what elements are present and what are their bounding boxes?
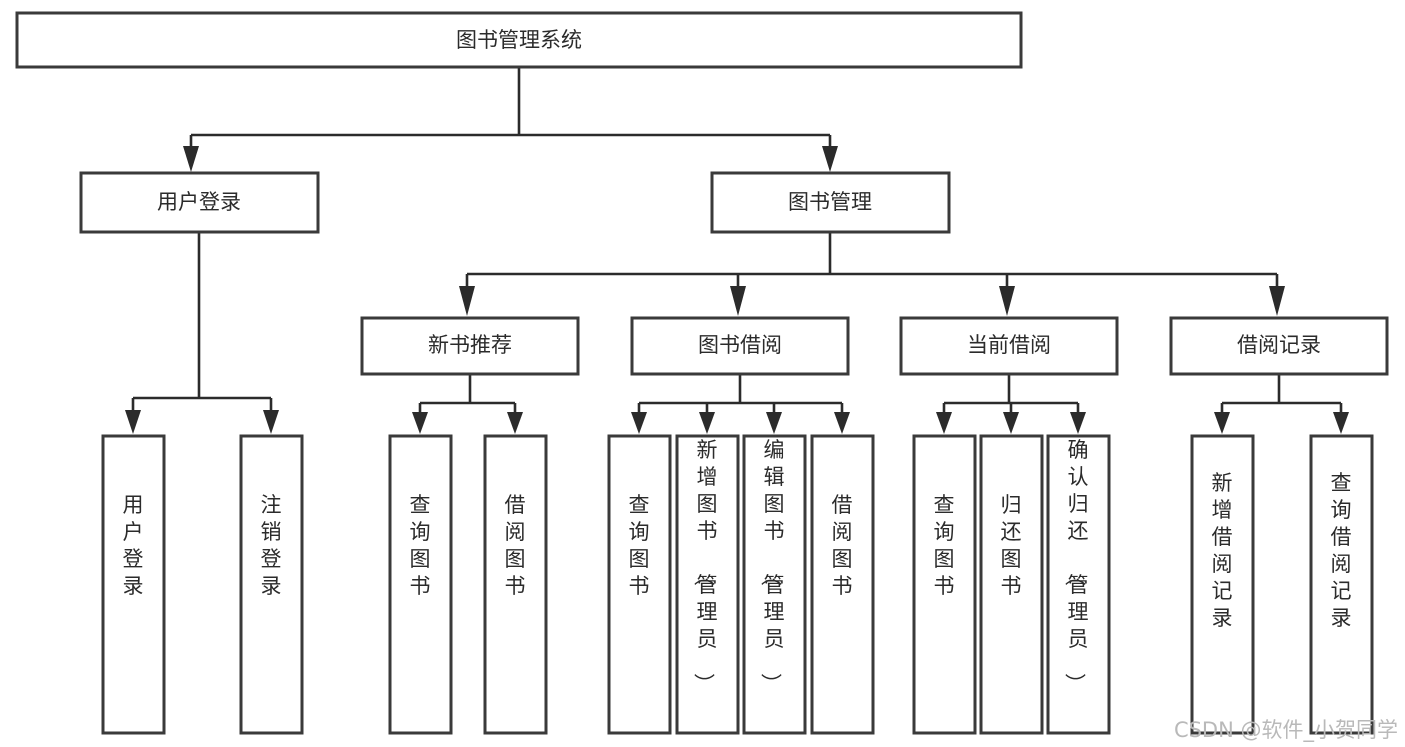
leaf-user-login-logout-box xyxy=(239,434,304,735)
arrowhead-bookborrow-leaf-2 xyxy=(699,412,715,434)
leaf-new-book-borrow-box xyxy=(483,434,548,735)
leaf-book-borrow-add-box xyxy=(675,434,740,735)
node-borrow-record-label: 借阅记录 xyxy=(1237,333,1321,357)
leaf-new-book-query[interactable]: 查询图书 xyxy=(388,434,453,735)
leaf-book-borrow-query-label: 查询图书 xyxy=(629,493,650,598)
leaf-current-borrow-confirm-label: 确认归还（管理员） xyxy=(1063,438,1089,694)
leaf-borrow-record-query-box xyxy=(1309,434,1374,735)
node-user-login-box xyxy=(79,171,320,234)
node-book-borrow[interactable]: 图书借阅 xyxy=(630,316,850,376)
arrowhead-currentborrow-leaf-2 xyxy=(1003,412,1019,434)
node-current-borrow[interactable]: 当前借阅 xyxy=(899,316,1119,376)
node-book-management-label: 图书管理 xyxy=(788,190,872,214)
leaf-current-borrow-return-box xyxy=(979,434,1044,735)
leaf-current-borrow-confirm-box xyxy=(1046,434,1111,735)
node-borrow-record[interactable]: 借阅记录 xyxy=(1169,316,1389,376)
connector-layer xyxy=(125,67,1349,434)
arrowhead-currentborrow-leaf-1 xyxy=(936,412,952,434)
arrowhead-leaf-logout xyxy=(263,410,279,434)
arrowhead-user-login xyxy=(183,146,199,172)
arrowhead-current-borrow xyxy=(999,286,1015,316)
leaf-user-login-logout[interactable]: 注销登录 xyxy=(239,434,304,735)
arrowhead-bookborrow-leaf-4 xyxy=(834,412,850,434)
leaf-current-borrow-return-label: 归还图书 xyxy=(1001,493,1022,598)
leaf-new-book-query-label: 查询图书 xyxy=(410,493,431,598)
arrowhead-bookborrow-leaf-1 xyxy=(631,412,647,434)
leaf-borrow-record-add[interactable]: 新增借阅记录 xyxy=(1190,434,1255,735)
leaf-book-borrow-query[interactable]: 查询图书 xyxy=(607,434,672,735)
leaf-borrow-record-query[interactable]: 查询借阅记录 xyxy=(1309,434,1374,735)
leaf-new-book-borrow-label: 借阅图书 xyxy=(505,493,526,598)
node-user-login-label: 用户登录 xyxy=(157,190,241,214)
arrowhead-book-management xyxy=(822,146,838,172)
watermark-text: CSDN @软件_小贺同学 xyxy=(1174,718,1398,743)
leaf-user-login-login-label: 用户登录 xyxy=(123,493,144,598)
arrowhead-bookborrow-leaf-3 xyxy=(766,412,782,434)
node-current-borrow-box xyxy=(899,316,1119,376)
node-book-management[interactable]: 图书管理 xyxy=(710,171,951,234)
leaf-book-borrow-edit[interactable]: 编辑图书（管理员） xyxy=(742,434,807,735)
leaf-borrow-record-add-box xyxy=(1190,434,1255,735)
leaf-borrow-record-query-label: 查询借阅记录 xyxy=(1331,471,1352,630)
leaf-current-borrow-query[interactable]: 查询图书 xyxy=(912,434,977,735)
leaf-current-borrow-query-label: 查询图书 xyxy=(934,493,955,598)
arrowhead-newbook-leaf-2 xyxy=(507,412,523,434)
arrowhead-borrowrecord-leaf-1 xyxy=(1214,412,1230,434)
node-root-book-management-system[interactable]: 图书管理系统 xyxy=(15,11,1023,69)
leaf-book-borrow-add[interactable]: 新增图书（管理员） xyxy=(675,434,740,735)
node-book-borrow-label: 图书借阅 xyxy=(698,333,782,357)
leaf-borrow-record-add-label: 新增借阅记录 xyxy=(1212,471,1233,630)
leaf-book-borrow-add-label: 新增图书（管理员） xyxy=(692,438,718,694)
leaf-book-borrow-borrow[interactable]: 借阅图书 xyxy=(810,434,875,735)
node-root-label: 图书管理系统 xyxy=(456,28,582,52)
leaf-current-borrow-query-box xyxy=(912,434,977,735)
node-borrow-record-box xyxy=(1169,316,1389,376)
arrowhead-currentborrow-leaf-3 xyxy=(1070,412,1086,434)
node-book-borrow-box xyxy=(630,316,850,376)
leaf-book-borrow-borrow-box xyxy=(810,434,875,735)
leaf-book-borrow-edit-label: 编辑图书（管理员） xyxy=(759,438,785,694)
arrowhead-borrowrecord-leaf-2 xyxy=(1333,412,1349,434)
arrowhead-newbook-leaf-1 xyxy=(412,412,428,434)
node-new-book-recommend-label: 新书推荐 xyxy=(428,333,512,357)
node-new-book-recommend[interactable]: 新书推荐 xyxy=(360,316,580,376)
leaf-new-book-query-box xyxy=(388,434,453,735)
leaf-user-login-login-box xyxy=(101,434,166,735)
arrowhead-book-borrow xyxy=(730,286,746,316)
node-root-box xyxy=(15,11,1023,69)
leaf-current-borrow-return[interactable]: 归还图书 xyxy=(979,434,1044,735)
node-current-borrow-label: 当前借阅 xyxy=(967,333,1051,357)
arrowhead-borrow-record xyxy=(1269,286,1285,316)
leaf-user-login-logout-label: 注销登录 xyxy=(261,493,282,598)
leaf-new-book-borrow[interactable]: 借阅图书 xyxy=(483,434,548,735)
arrowhead-new-book xyxy=(459,286,475,316)
leaf-book-borrow-edit-box xyxy=(742,434,807,735)
leaf-user-login-login[interactable]: 用户登录 xyxy=(101,434,166,735)
arrowhead-leaf-user-login xyxy=(125,410,141,434)
node-book-management-box xyxy=(710,171,951,234)
leaf-current-borrow-confirm[interactable]: 确认归还（管理员） xyxy=(1046,434,1111,735)
node-new-book-recommend-box xyxy=(360,316,580,376)
node-user-login[interactable]: 用户登录 xyxy=(79,171,320,234)
leaf-book-borrow-query-box xyxy=(607,434,672,735)
leaf-book-borrow-borrow-label: 借阅图书 xyxy=(832,493,853,598)
